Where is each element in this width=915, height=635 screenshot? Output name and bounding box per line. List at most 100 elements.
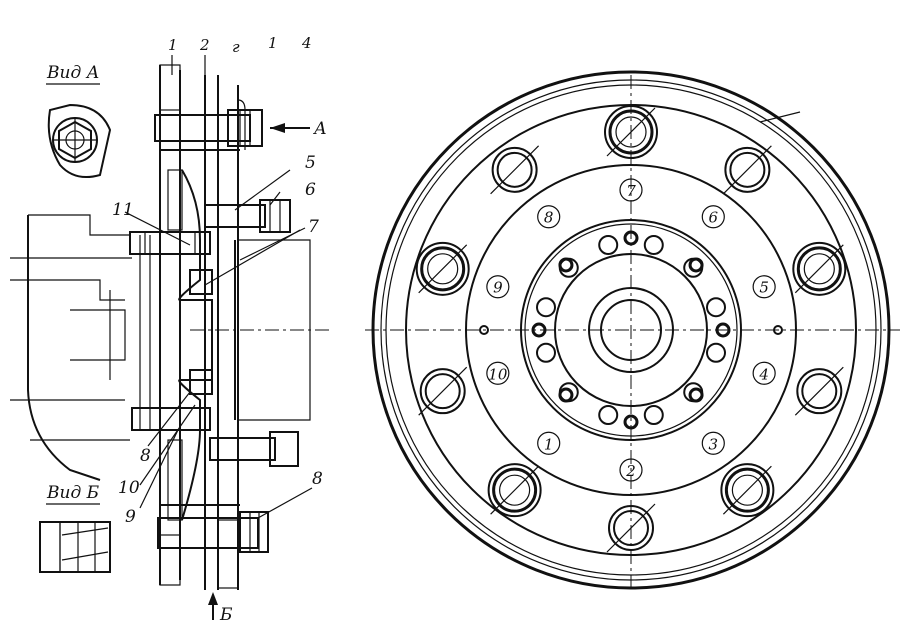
- order-label-7: 7: [619, 178, 643, 202]
- order-label-2: 2: [619, 458, 643, 482]
- order-number: 4: [758, 365, 769, 383]
- hub-hole-small: [531, 322, 547, 338]
- locating-pin-left: [479, 325, 489, 335]
- order-label-1: 1: [537, 431, 561, 455]
- bolt-11-thread: [144, 232, 196, 254]
- arrow-a-label: А: [313, 119, 327, 139]
- part-6-label: 6: [305, 180, 316, 200]
- hub-hole-small: [558, 257, 574, 273]
- order-number: 8: [544, 209, 554, 227]
- arrow-b-label: Б: [219, 605, 233, 625]
- front-view: 1 2 3 4 5 6 7 8 9 10: [365, 70, 900, 590]
- view-b-faces: [59, 522, 96, 572]
- lower-screw-head: [269, 431, 299, 467]
- view-b-knurl: [39, 521, 61, 573]
- bolt-hole: [720, 463, 775, 518]
- housing-top-edge: [28, 214, 130, 236]
- part-8-left-label: 8: [140, 446, 151, 466]
- hub-hole-outer: [535, 342, 556, 363]
- part-8-right-label: 8: [312, 469, 323, 489]
- hatched-rim-bottom: [159, 534, 181, 586]
- bolt-hole: [722, 145, 772, 195]
- part-9-label: 9: [125, 507, 136, 527]
- bottom-bolt-nut-faces: [249, 512, 260, 552]
- hub-hole-outer: [535, 297, 556, 318]
- callout-top-5: 4: [301, 34, 312, 52]
- hub-hole-outer: [598, 234, 619, 255]
- view-a-detail: Вид А: [46, 63, 112, 178]
- order-number: 1: [544, 435, 554, 453]
- screw-6-faces: [269, 200, 281, 232]
- locating-pin-right: [773, 325, 783, 335]
- hub-hole-small: [715, 322, 731, 338]
- screw-5-shank: [204, 204, 266, 228]
- view-a-housing: [47, 103, 112, 178]
- order-number: 10: [488, 365, 508, 383]
- hub-hole-small: [688, 257, 704, 273]
- seal-lower: [189, 369, 213, 395]
- order-label-5: 5: [752, 275, 776, 299]
- view-a-title: Вид А: [46, 63, 100, 83]
- view-b-detail: Вид Б: [39, 483, 111, 573]
- cover-top-curve: [237, 99, 246, 150]
- callout-top-3: г: [232, 38, 240, 56]
- order-number: 9: [493, 279, 503, 297]
- top-bolt-nut: [227, 109, 263, 147]
- bolt-hole: [604, 105, 658, 159]
- view-a-cross: [53, 118, 97, 162]
- hub-hole-small: [558, 387, 574, 403]
- hub-hole-small: [623, 230, 639, 246]
- hub-hole-outer: [706, 342, 727, 363]
- disk-cross-lines: [160, 149, 240, 506]
- arrow-b-head: [208, 592, 218, 605]
- order-number: 5: [759, 279, 769, 297]
- bolt-hole: [794, 366, 844, 416]
- hatched-ring-bottom: [217, 519, 239, 589]
- order-label-10: 10: [486, 361, 510, 385]
- view-b-slots: [61, 527, 109, 561]
- callout-top-1: 1: [168, 36, 178, 54]
- bolt-hole: [418, 366, 468, 416]
- section-view: 1 2 г 1 4 А 5 6 7 11 8 10 9 8 Б: [10, 34, 330, 625]
- order-label-3: 3: [701, 431, 725, 455]
- order-number: 3: [709, 435, 719, 453]
- housing-outline: [27, 215, 101, 481]
- top-bolt-nut-faces: [239, 110, 251, 146]
- hatched-hub-top: [167, 169, 183, 231]
- part-7-label: 7: [308, 217, 319, 237]
- rim-leader: [759, 111, 801, 123]
- hub-hole-outer: [643, 405, 664, 426]
- shaft-stub: [70, 309, 126, 361]
- bolt-hole: [487, 463, 542, 518]
- callout-top-2: 2: [199, 36, 210, 54]
- order-label-8: 8: [537, 205, 561, 229]
- hub-hole-small: [623, 414, 639, 430]
- bolt-hole: [792, 241, 847, 296]
- order-label-4: 4: [752, 361, 776, 385]
- hub-profile: [178, 169, 213, 521]
- hub-hole-small: [688, 387, 704, 403]
- arrow-a-head: [270, 123, 285, 133]
- hub-hole-outer: [598, 405, 619, 426]
- top-bolt-shank: [154, 114, 251, 142]
- view-b-title: Вид Б: [46, 483, 100, 503]
- lower-screw-shank: [209, 437, 276, 461]
- leader-lines: [124, 55, 313, 519]
- part-11-label: 11: [112, 200, 134, 220]
- tightening-order-labels: 1 2 3 4 5 6 7 8 9 10: [486, 178, 776, 482]
- order-label-9: 9: [486, 275, 510, 299]
- bolt-hole: [415, 241, 470, 296]
- bottom-bolt-shank: [157, 517, 259, 549]
- order-number: 7: [626, 182, 636, 200]
- housing-line-2: [10, 279, 125, 301]
- part-5-label: 5: [305, 153, 316, 173]
- bolt-8-left-shank: [131, 407, 211, 431]
- hatched-hub-bottom: [167, 439, 183, 521]
- part-10-label: 10: [118, 478, 140, 498]
- hub-hole-outer: [706, 297, 727, 318]
- hub-hole-outer: [643, 234, 664, 255]
- bolt-holes: [415, 105, 847, 553]
- seal-7-top: [189, 269, 213, 295]
- order-label-6: 6: [701, 205, 725, 229]
